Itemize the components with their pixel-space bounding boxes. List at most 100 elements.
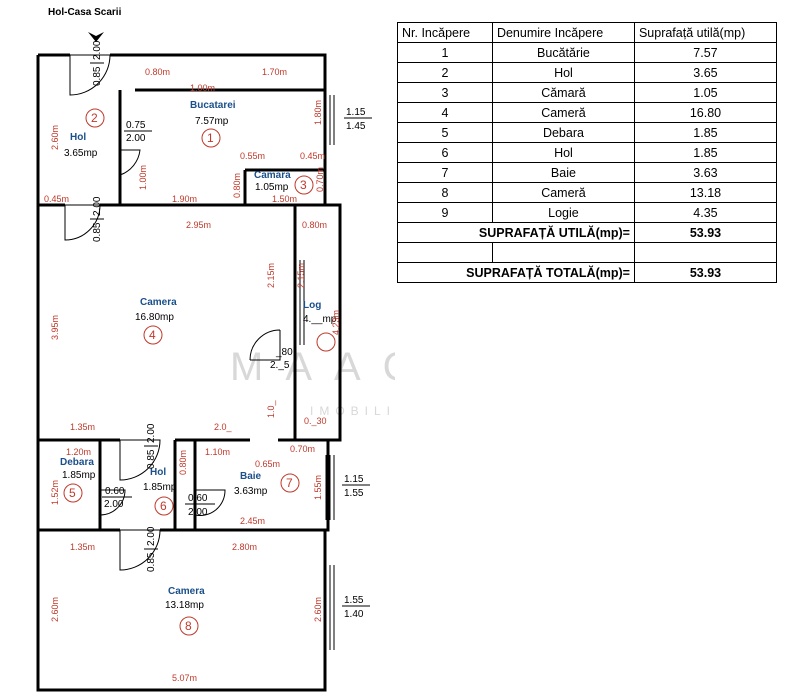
column-header: Nr. Incăpere [397,22,493,43]
floor-plan: MAAC IMOBILIARE Hol-Casa Scarii Bucatare… [36,7,395,692]
opening-label: 1.55 1.40 [342,595,370,620]
opening-label: 1.15 1.55 [342,474,370,499]
room-number-circle [294,175,314,195]
dimension-label: 1.90m [172,194,197,204]
opening-height: 2.00 [92,196,103,216]
dimension-label: 0.80m [145,67,170,77]
entrance-arrow-icon [88,32,104,42]
table-summary-row: SUPRAFAȚĂ TOTALĂ(mp)= 53.93 [397,262,778,283]
table-cell [633,242,778,263]
walls [36,53,342,692]
dimension-label: 1.52m [50,480,60,505]
opening-label: 1.15 1.45 [344,107,372,132]
opening-height: 1.55 [344,488,364,499]
table-cell: Logie [491,202,635,223]
table-row: 2 Hol 3.65 [397,62,778,83]
watermark: MAAC [230,345,395,389]
opening-width: 1.15 [346,107,366,118]
opening-height: 2.00 [188,507,208,518]
table-row: 3 Cămară 1.05 [397,82,778,103]
opening-label: 0.75 2.00 [124,120,152,144]
room-area: 7.57mp [195,116,229,127]
opening-height: 2.00 [92,40,103,60]
dimension-label: 0._30 [304,416,327,426]
entrance-label: Hol-Casa Scarii [48,7,122,18]
dimension-label: 1.20m [66,447,91,457]
room-area: 1.85mp [62,470,96,481]
table-header-row: Nr. Incăpere Denumire Incăpere Suprafață… [397,22,778,43]
dimension-label: 1.50m [272,194,297,204]
opening-label: _80 2._5 [270,347,293,371]
room-area: 1.05mp [255,182,289,193]
opening-width: 0.60 [188,493,208,504]
table-row: 1 Bucătărie 7.57 [397,42,778,63]
room-name: Camera [168,586,205,597]
table-cell: 7.57 [633,42,778,63]
table-row: 9 Logie 4.35 [397,202,778,223]
total-area-value: 53.93 [633,262,778,283]
dimension-label: 0.80m [302,220,327,230]
room-name: Hol [70,132,86,143]
opening-height: 2.00 [146,526,157,546]
dimension-label: 0.70m [315,167,325,192]
dimension-label: 1.80m [313,100,323,125]
table-cell: 4.35 [633,202,778,223]
table-row: 7 Baie 3.63 [397,162,778,183]
dimension-label: 2.0_ [214,422,233,432]
dimension-label: 2.45m [240,516,265,526]
dimension-label: 2.95m [186,220,211,230]
opening-width: _80 [275,347,293,358]
opening-height: 2._5 [270,360,290,371]
dimension-label: 2.60m [313,597,323,622]
table-cell [491,242,635,263]
room-number-circle [179,616,199,636]
opening-label: 0.85 2.00 [144,526,158,572]
opening-height: 2.00 [146,423,157,443]
dimension-label: 0.55m [240,151,265,161]
dimension-label: 1.35m [70,542,95,552]
dimension-labels: 0.80m 1.00m 1.70m 2.60m 1.80m 0.55m 0.45… [44,67,341,683]
opening-width: 0.60 [105,486,125,497]
dimension-label: 1.0_ [266,399,276,418]
dimension-label: 0.45m [44,194,69,204]
dimension-label: 4.23m [331,310,341,335]
room-number-circle [154,496,174,516]
opening-label: 0.60 2.00 [185,493,215,518]
room-number-circle [316,332,336,352]
opening-label: 0.85 2.00 [90,196,104,242]
room-area: 4.__mp [303,314,337,325]
table-cell: 13.18 [633,182,778,203]
room-number: 4 [149,328,156,342]
dimension-label: 5.07m [172,673,197,683]
table-cell: Cameră [491,182,635,203]
table-cell: 4 [397,102,493,123]
dimension-label: 1.00m [190,83,215,93]
room-name: Bucatarei [190,100,236,111]
room-number: 8 [185,619,192,633]
room-area: 3.63mp [234,486,268,497]
room-name: Camara [254,170,291,181]
door-swings [64,54,281,571]
util-area-label: SUPRAFAȚĂ UTILĂ(mp)= [397,222,635,243]
room-number: 7 [286,476,293,490]
room-number: 1 [207,131,214,145]
table-cell: 6 [397,142,493,163]
opening-label: 0.60 2.00 [102,486,132,510]
table-row: 5 Debara 1.85 [397,122,778,143]
dimension-label: 2.60m [50,125,60,150]
table-cell: 1.85 [633,142,778,163]
table-cell: Debara [491,122,635,143]
table-row: 6 Hol 1.85 [397,142,778,163]
room-area: 16.80mp [135,312,174,323]
room-name: Debara [60,457,94,468]
table-cell: Baie [491,162,635,183]
room-number: 3 [300,178,307,192]
table-cell: 1.85 [633,122,778,143]
room-name: Baie [240,471,262,482]
table-cell: 3.65 [633,62,778,83]
table-row: 4 Cameră 16.80 [397,102,778,123]
opening-width: 0.85 [92,222,103,242]
opening-width: 0.85 [146,552,157,572]
table-cell: Hol [491,62,635,83]
table-cell: Cameră [491,102,635,123]
